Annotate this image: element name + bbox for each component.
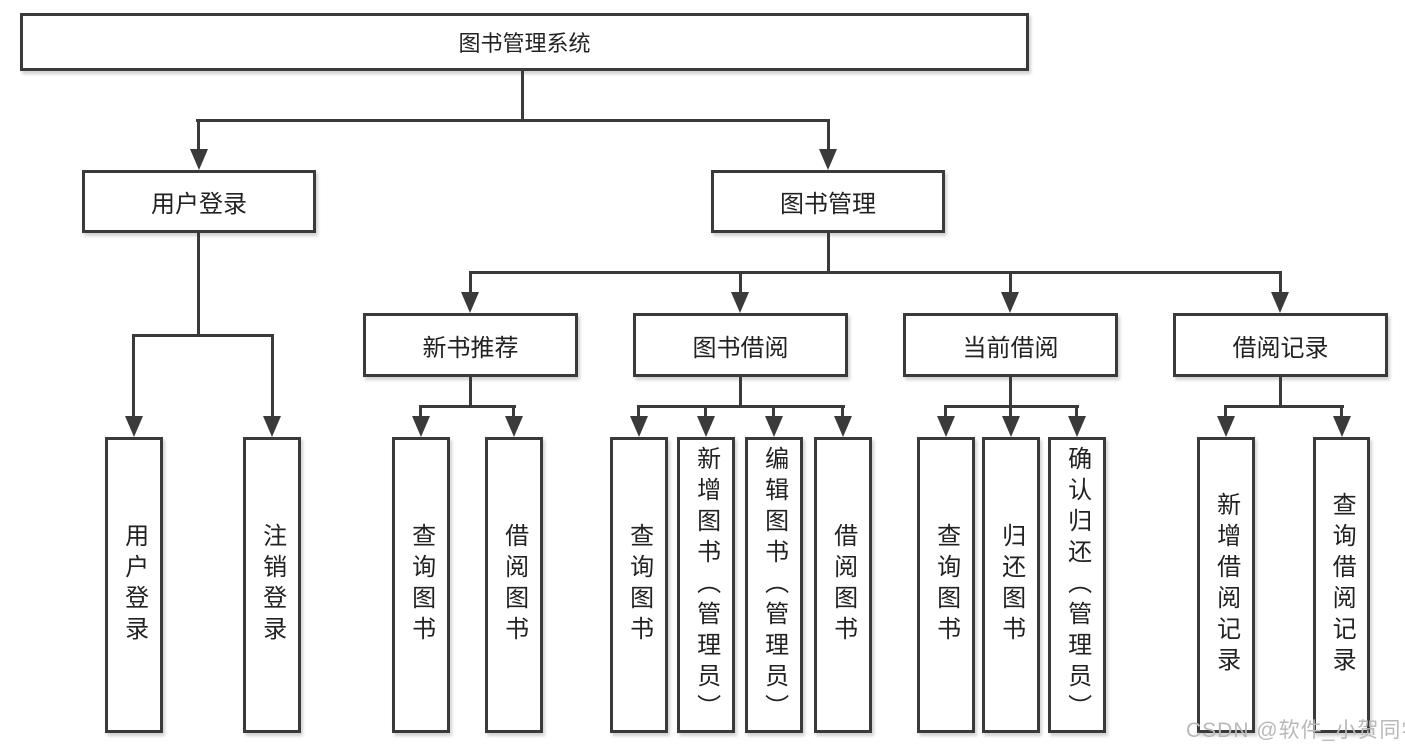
connector-line (739, 377, 742, 408)
leaf-query-borrow-record: 查询借阅记录 (1313, 437, 1370, 733)
leaf-query-borrow-record-label: 查询借阅记录 (1328, 492, 1356, 678)
arrow-down-icon (1002, 416, 1020, 437)
arrow-down-icon (630, 416, 648, 437)
connector-line (1009, 405, 1012, 418)
arrow-down-icon (1068, 416, 1086, 437)
arrow-down-icon (731, 292, 749, 313)
leaf-query-books-recommend-label: 查询图书 (407, 523, 435, 647)
leaf-add-borrow-record-label: 新增借阅记录 (1212, 492, 1240, 678)
arrow-down-icon (1271, 292, 1289, 313)
arrow-down-icon (1333, 416, 1351, 437)
connector-line (827, 233, 830, 274)
arrow-down-icon (819, 149, 837, 170)
node-new-book-recommend-label: 新书推荐 (422, 334, 519, 362)
connector-line (469, 271, 472, 295)
connector-line (197, 233, 200, 336)
leaf-logout: 注销登录 (243, 437, 301, 733)
leaf-return-book: 归还图书 (982, 437, 1040, 733)
connector-line (512, 405, 515, 418)
connector-line (1279, 377, 1282, 408)
csdn-watermark: CSDN @软件_小贺同学 (1186, 719, 1405, 742)
leaf-query-books-current-label: 查询图书 (932, 523, 960, 647)
connector-line (1009, 377, 1012, 408)
leaf-query-books-borrow: 查询图书 (610, 437, 668, 733)
connector-line (1279, 271, 1282, 295)
leaf-query-books-borrow-label: 查询图书 (625, 523, 653, 647)
connector-line (827, 119, 830, 152)
connector-line (196, 119, 830, 122)
leaf-borrow-books: 借阅图书 (814, 437, 872, 733)
connector-line (1009, 271, 1012, 295)
arrow-down-icon (505, 416, 523, 437)
connector-line (841, 405, 844, 418)
leaf-logout-label: 注销登录 (258, 523, 286, 647)
leaf-user-login-label: 用户登录 (120, 523, 148, 647)
connector-line (1224, 405, 1344, 408)
node-book-borrow-label: 图书借阅 (692, 334, 789, 362)
arrow-down-icon (412, 416, 430, 437)
connector-line (944, 405, 947, 418)
node-current-borrow-label: 当前借阅 (962, 334, 1059, 362)
node-book-management: 图书管理 (711, 170, 945, 233)
connector-line (637, 405, 845, 408)
connector-line (1340, 405, 1343, 418)
arrow-down-icon (937, 416, 955, 437)
arrow-down-icon (697, 416, 715, 437)
leaf-borrow-books-recommend-label: 借阅图书 (500, 523, 528, 647)
connector-line (133, 334, 274, 337)
connector-line (772, 405, 775, 418)
leaf-add-book-admin-label: 新增图书（管理员） (692, 445, 720, 725)
connector-line (197, 119, 200, 152)
connector-line (739, 271, 742, 295)
connector-line (1224, 405, 1227, 418)
node-root-label: 图书管理系统 (458, 31, 591, 56)
connector-line (469, 271, 1282, 274)
arrow-down-icon (1001, 292, 1019, 313)
node-root: 图书管理系统 (20, 13, 1029, 71)
connector-line (271, 334, 274, 418)
node-new-book-recommend: 新书推荐 (363, 313, 578, 377)
node-user-login: 用户登录 (82, 170, 316, 233)
leaf-add-borrow-record: 新增借阅记录 (1197, 437, 1255, 733)
arrow-down-icon (190, 149, 208, 170)
node-current-borrow: 当前借阅 (903, 313, 1118, 377)
connector-line (419, 405, 422, 418)
leaf-edit-book-admin: 编辑图书（管理员） (745, 437, 803, 733)
arrow-down-icon (461, 292, 479, 313)
leaf-edit-book-admin-label: 编辑图书（管理员） (760, 445, 788, 725)
node-book-management-label: 图书管理 (780, 191, 876, 218)
leaf-borrow-books-label: 借阅图书 (829, 523, 857, 647)
arrow-down-icon (263, 416, 281, 437)
leaf-return-book-label: 归还图书 (997, 523, 1025, 647)
connector-line (469, 377, 472, 408)
leaf-user-login: 用户登录 (105, 437, 163, 733)
arrow-down-icon (765, 416, 783, 437)
node-borrow-records-label: 借阅记录 (1232, 334, 1329, 362)
node-user-login-label: 用户登录 (151, 191, 247, 218)
leaf-confirm-return-admin: 确认归还（管理员） (1048, 437, 1106, 733)
node-borrow-records: 借阅记录 (1173, 313, 1388, 377)
connector-line (1075, 405, 1078, 418)
arrow-down-icon (1217, 416, 1235, 437)
leaf-add-book-admin: 新增图书（管理员） (677, 437, 735, 733)
leaf-confirm-return-admin-label: 确认归还（管理员） (1063, 445, 1091, 725)
connector-line (704, 405, 707, 418)
node-book-borrow: 图书借阅 (633, 313, 848, 377)
connector-line (637, 405, 640, 418)
leaf-query-books-current: 查询图书 (917, 437, 975, 733)
arrow-down-icon (834, 416, 852, 437)
leaf-query-books-recommend: 查询图书 (392, 437, 450, 733)
connector-line (521, 71, 524, 121)
arrow-down-icon (125, 416, 143, 437)
connector-line (132, 334, 135, 418)
connector-line (419, 405, 516, 408)
leaf-borrow-books-recommend: 借阅图书 (485, 437, 543, 733)
